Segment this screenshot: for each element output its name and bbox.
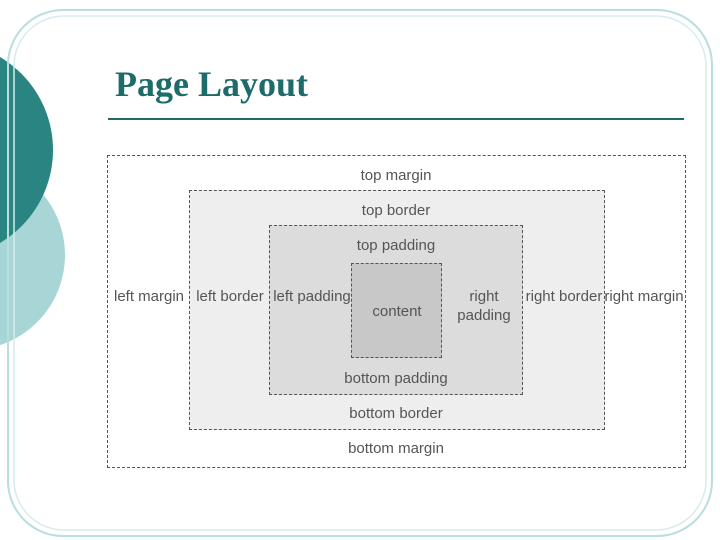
bottom-padding-label: bottom padding — [344, 370, 448, 387]
right-border-label: right border — [525, 288, 603, 305]
left-margin-label: left margin — [113, 288, 185, 305]
bottom-border-label: bottom border — [349, 405, 443, 422]
content-box — [351, 263, 442, 358]
right-margin-label: right margin — [604, 288, 684, 305]
slide-frame-inner — [13, 15, 707, 531]
top-padding-label: top padding — [356, 237, 436, 254]
top-margin-label: top margin — [360, 167, 432, 184]
dark-teal-circle — [0, 57, 53, 243]
left-padding-label: left padding — [273, 288, 351, 305]
top-border-label: top border — [361, 202, 431, 219]
title-underline — [108, 118, 684, 120]
right-padding-label: right padding — [457, 288, 511, 324]
page-title: Page Layout — [115, 64, 308, 104]
left-border-label: left border — [196, 288, 264, 305]
slide-frame-outer — [7, 9, 713, 537]
content-label: content — [372, 303, 422, 320]
bottom-margin-label: bottom margin — [348, 440, 444, 457]
